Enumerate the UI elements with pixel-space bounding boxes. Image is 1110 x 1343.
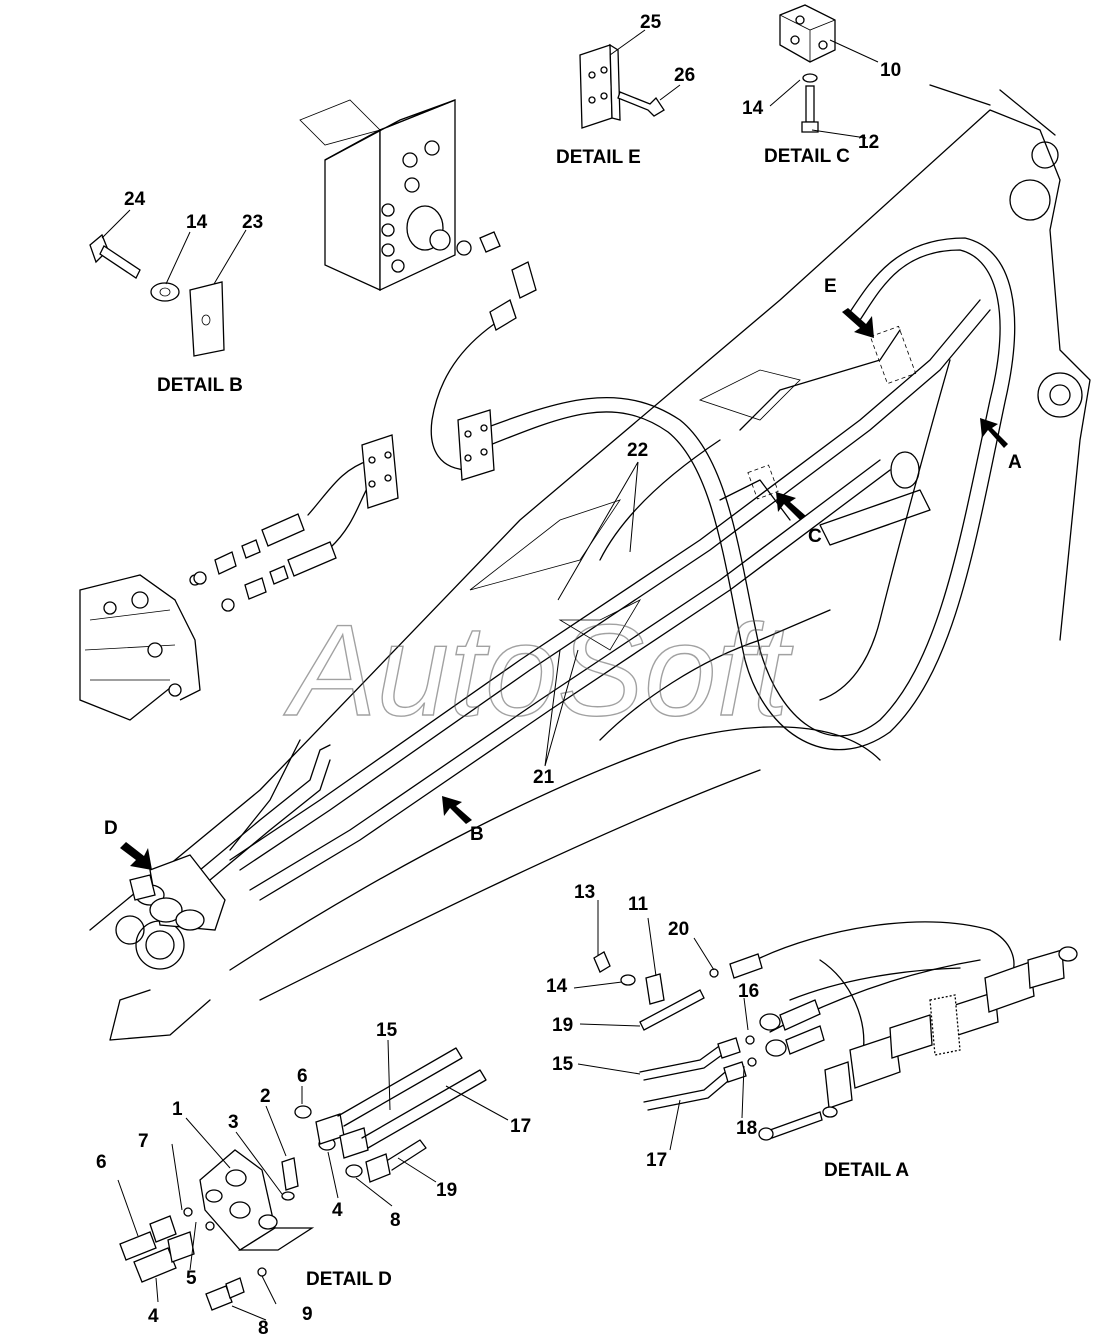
detail-a-title: DETAIL A [824,1160,909,1181]
main-leaders [544,461,639,767]
detail-a-drawing [573,900,1078,1151]
detail-c-title: DETAIL C [764,146,850,167]
view-marker-b: B [442,796,484,845]
view-marker-a: A [980,418,1022,473]
callout-7: 7 [138,1131,149,1152]
callout-26: 26 [674,65,695,86]
detail-c-drawing [769,4,879,139]
callout-10: 10 [880,60,901,81]
callout-15-a: 15 [552,1054,574,1075]
callout-14-c: 14 [742,98,764,119]
upper-valve-block [299,99,537,331]
hose-loop-22 [479,237,1016,751]
callout-4-bottom: 4 [148,1306,159,1327]
callout-22: 22 [627,440,648,461]
detail-e-drawing [579,29,681,129]
callout-6-top: 6 [297,1066,308,1087]
marker-d-label: D [104,818,118,839]
detail-d-title: DETAIL D [306,1269,392,1290]
callout-20: 20 [668,919,689,940]
callout-9: 9 [302,1304,313,1325]
callout-3: 3 [228,1112,239,1133]
callout-14-b: 14 [186,212,208,233]
callout-19-d: 19 [436,1180,457,1201]
callout-13: 13 [574,882,595,903]
callout-14-a: 14 [546,976,568,997]
coupling-plate-d [129,854,226,931]
hydraulic-tubes [199,299,991,901]
callout-12: 12 [858,132,879,153]
callout-1: 1 [172,1099,183,1120]
callout-19-a: 19 [552,1015,573,1036]
callout-23: 23 [242,212,263,233]
detail-b-title: DETAIL B [157,375,243,396]
view-marker-c: C [776,492,822,547]
marker-b-label: B [470,824,484,845]
marker-c-label: C [808,526,822,547]
watermark-text: AutoSoft [283,597,794,743]
view-marker-d: D [104,818,152,870]
view-marker-e: E [824,276,874,338]
detail-b-drawing [89,209,247,357]
callout-6-left: 6 [96,1152,107,1173]
main-valve-fittings [193,513,337,612]
callout-21: 21 [533,767,555,788]
callout-24: 24 [124,189,146,210]
boom-arm-outline [89,84,1091,1041]
callout-4-mid: 4 [332,1200,343,1221]
callout-8-bottom: 8 [258,1318,269,1339]
callout-5: 5 [186,1268,197,1289]
callout-17-a: 17 [646,1150,667,1171]
marker-e-label: E [824,276,837,297]
callout-11: 11 [628,894,649,915]
main-control-valve [79,574,201,721]
hidden-clamps [747,325,917,500]
detail-d-drawing [117,1039,509,1321]
callout-15-d: 15 [376,1020,398,1041]
center-clamps [361,409,495,509]
callout-16: 16 [738,981,759,1002]
detail-e-title: DETAIL E [556,147,641,168]
callout-2: 2 [260,1086,271,1107]
callout-18: 18 [736,1118,757,1139]
marker-a-label: A [1008,452,1022,473]
callout-8-mid: 8 [390,1210,401,1231]
callout-25: 25 [640,12,662,33]
callout-17-d: 17 [510,1116,531,1137]
